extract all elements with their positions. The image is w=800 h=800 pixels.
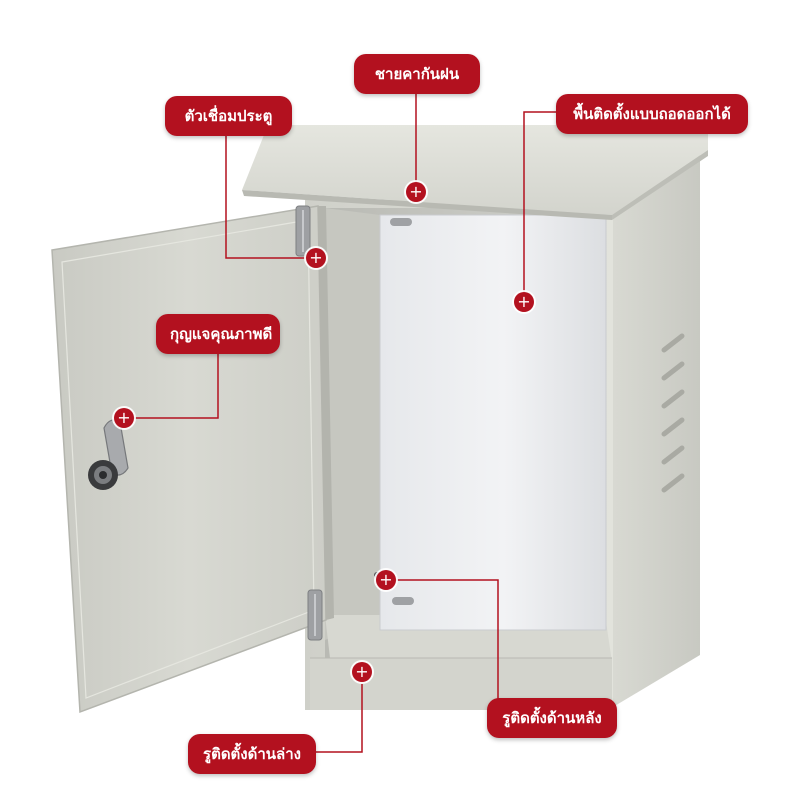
lock — [88, 419, 129, 490]
callout-rear-mount-hole: รูติดตั้งด้านหลัง — [487, 698, 617, 738]
callout-bottom-mount-hole: รูติดตั้งด้านล่าง — [188, 734, 316, 774]
rain-hood — [242, 125, 708, 220]
plus-icon[interactable]: + — [306, 248, 326, 268]
plus-icon[interactable]: + — [114, 408, 134, 428]
callout-quality-lock: กุญแจคุณภาพดี — [156, 314, 280, 354]
callout-rain-hood: ชายคากันฝน — [354, 54, 480, 94]
callout-removable-plate: พื้นติดตั้งแบบถอดออกได้ — [556, 94, 748, 134]
plus-icon[interactable]: + — [352, 662, 372, 682]
cabinet-door — [51, 205, 334, 714]
hinges — [295, 205, 323, 641]
side-vents — [661, 333, 685, 493]
plus-icon[interactable]: + — [514, 292, 534, 312]
leader-lines — [134, 90, 560, 753]
plus-icon[interactable]: + — [376, 570, 396, 590]
plus-icon[interactable]: + — [406, 182, 426, 202]
mounting-plate — [374, 214, 607, 631]
callout-door-hinge: ตัวเชื่อมประตู — [165, 96, 292, 136]
